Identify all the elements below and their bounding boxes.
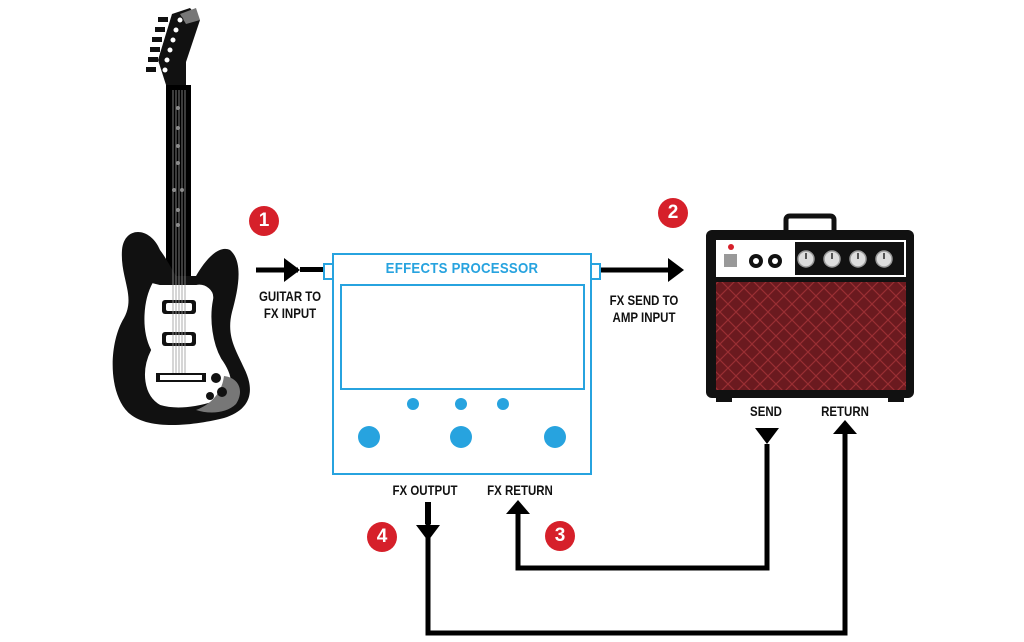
- label-guitar-to-fx-input: GUITAR TO FX INPUT: [249, 288, 331, 322]
- cable-guitar-to-fx: [256, 258, 324, 282]
- amplifier: [706, 213, 914, 402]
- cable-amp-send-to-fx-return: [506, 428, 779, 571]
- effects-processor-title: EFFECTS PROCESSOR: [385, 260, 539, 277]
- cable-fx-output-to-amp-return: [416, 420, 857, 636]
- label-amp-send: SEND: [750, 403, 782, 419]
- fx-small-knob-2: [455, 398, 467, 410]
- fx-footswitch-2: [450, 426, 472, 448]
- step-badge-4: 4: [367, 522, 397, 552]
- fx-display-screen: [340, 284, 585, 390]
- guitar-illustration: [112, 8, 250, 426]
- cable-fx-send-to-amp: [600, 258, 684, 282]
- label-fx-output: FX OUTPUT: [392, 482, 458, 498]
- amp-power-led: [728, 244, 734, 250]
- step-badge-2: 2: [658, 198, 688, 228]
- label-amp-return: RETURN: [821, 403, 869, 419]
- effects-processor: [323, 253, 601, 475]
- label-guitar-to-fx-input-line1: GUITAR TO: [258, 288, 322, 304]
- label-fx-send-to-amp-input-line1: FX SEND TO: [609, 292, 679, 308]
- fx-small-knob-3: [497, 398, 509, 410]
- fx-footswitch-3: [544, 426, 566, 448]
- label-guitar-to-fx-input-line2: FX INPUT: [263, 305, 317, 321]
- step-badge-3: 3: [545, 521, 575, 551]
- fx-small-knob-1: [407, 398, 419, 410]
- label-fx-send-to-amp-input: FX SEND TO AMP INPUT: [603, 292, 685, 326]
- label-fx-return: FX RETURN: [487, 482, 553, 498]
- step-badge-1: 1: [249, 206, 279, 236]
- label-fx-send-to-amp-input-line2: AMP INPUT: [612, 309, 676, 325]
- fx-footswitch-1: [358, 426, 380, 448]
